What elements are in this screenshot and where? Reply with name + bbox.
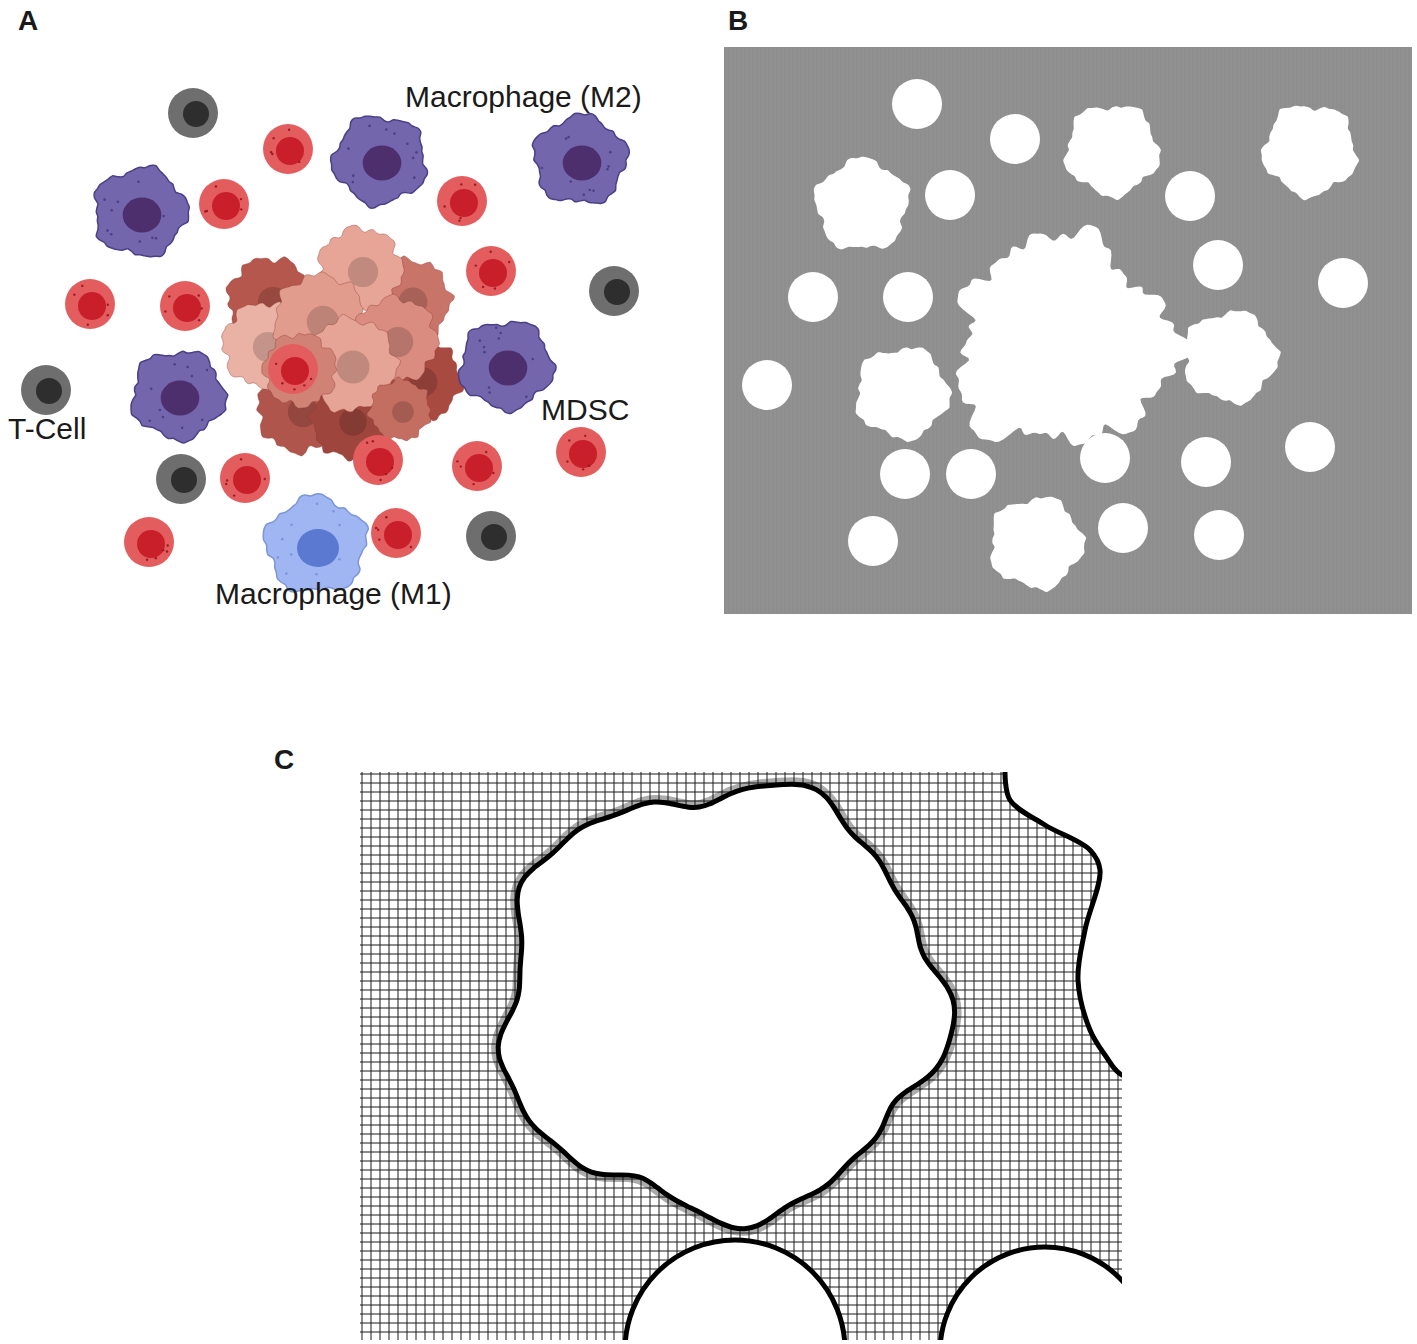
cell-label: Macrophage (M2) [405, 80, 642, 113]
cell-hole [1194, 510, 1244, 560]
mdsc-symbol [353, 435, 403, 485]
cell-hole [742, 360, 792, 410]
mesh-domain [724, 47, 1412, 614]
macrophage-m2-symbol [331, 116, 428, 208]
mdsc-symbol [437, 176, 487, 226]
tumor-cluster [222, 225, 464, 461]
panel-b-mesh [724, 47, 1412, 614]
boundary-layer [498, 784, 954, 1228]
cell-hole [892, 79, 942, 129]
cell-hole [990, 114, 1040, 164]
cell-label: T-Cell [8, 412, 86, 445]
cell-hole [880, 449, 930, 499]
panel-letter: C [274, 745, 294, 776]
mdsc-symbol [199, 179, 249, 229]
mdsc-symbol [124, 517, 174, 567]
cell-hole [848, 516, 898, 566]
macrophage-m2-symbol [94, 165, 189, 257]
cell-label: MDSC [541, 393, 629, 426]
cell-hole [1165, 171, 1215, 221]
mdsc-symbol [371, 508, 421, 558]
tumor-hole [956, 225, 1192, 446]
mdsc-symbol [220, 453, 270, 503]
macrophage-hole [856, 348, 952, 442]
mdsc-symbol [65, 279, 115, 329]
tumor-cell [367, 377, 431, 441]
cell-hole [1181, 437, 1231, 487]
t-cell-symbol [168, 88, 218, 138]
t-cell-symbol [21, 365, 71, 415]
macrophage-hole [1063, 106, 1161, 200]
mdsc-symbol [452, 441, 502, 491]
macrophage-m2-symbol [131, 351, 228, 443]
cell-hole [1193, 240, 1243, 290]
mdsc-symbol [160, 281, 210, 331]
panel-c-mesh-detail [360, 772, 1122, 1340]
macrophage-hole [1261, 106, 1359, 201]
cell-hole [1318, 258, 1368, 308]
mesh-texture [727, 47, 1411, 614]
macrophage-hole [1185, 310, 1281, 405]
macrophage-m2-symbol [532, 113, 629, 203]
cell-hole [1098, 503, 1148, 553]
cell-label: Macrophage (M1) [215, 577, 452, 610]
mesh-holes [742, 79, 1368, 592]
t-cell-symbol [156, 454, 206, 504]
cell-hole-outline [498, 784, 954, 1228]
mdsc-symbol [268, 344, 318, 394]
macrophage-hole [990, 497, 1086, 592]
cell-hole [925, 170, 975, 220]
cell-hole [788, 272, 838, 322]
mdsc-symbol [466, 246, 516, 296]
tumor-cell [262, 333, 337, 408]
panel-letter: A [18, 6, 38, 37]
panel-letter: B [728, 6, 748, 37]
t-cell-symbol [589, 266, 639, 316]
cell-hole [883, 272, 933, 322]
neighbour-hole-outline [625, 1240, 845, 1340]
mdsc-symbol [556, 427, 606, 477]
cell-hole [1285, 422, 1335, 472]
mdsc-symbol [263, 124, 313, 174]
neighbour-hole-outline [1005, 772, 1122, 1080]
t-cell-symbol [466, 511, 516, 561]
cell-hole [946, 449, 996, 499]
panel-a-illustration [21, 88, 639, 592]
macrophage-hole [814, 157, 911, 250]
neighbour-hole-outline [940, 1247, 1122, 1340]
